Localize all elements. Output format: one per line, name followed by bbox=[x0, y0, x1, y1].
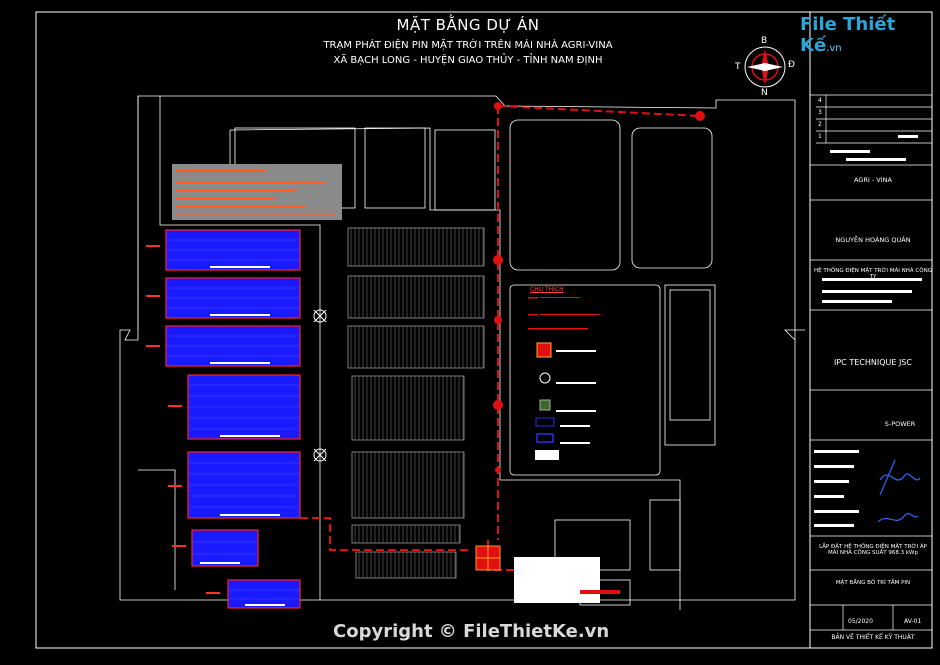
compass-east-label: Đ bbox=[788, 60, 795, 70]
drawing-subtitle-1: TRẠM PHÁT ĐIỆN PIN MẶT TRỜI TRÊN MÁI NHÀ… bbox=[323, 40, 613, 51]
sheet-number: AV-01 bbox=[904, 618, 922, 625]
compass-icon bbox=[744, 46, 786, 88]
revision-3: 3 bbox=[818, 109, 822, 116]
roof-array-group-middle bbox=[347, 227, 485, 579]
project-description: LẮP ĐẶT HỆ THỐNG ĐIỆN MẶT TRỜI ÁP MÁI NH… bbox=[819, 544, 927, 556]
roof-array bbox=[355, 551, 457, 579]
consultant-name: IPC TECHNIQUE JSC bbox=[834, 358, 912, 367]
roof-array bbox=[351, 451, 465, 519]
compass-west-label: T bbox=[735, 62, 741, 72]
title-block-frame bbox=[809, 11, 933, 649]
filethietke-logo: File Thiết Kế.vn bbox=[800, 14, 940, 56]
compass-north-label: B bbox=[761, 36, 768, 46]
revision-2: 2 bbox=[818, 121, 822, 128]
info-box bbox=[514, 557, 600, 603]
roof-array bbox=[351, 375, 465, 441]
title-block-grid bbox=[810, 94, 932, 631]
person-name: NGUYỄN HOÀNG QUÂN bbox=[835, 236, 911, 244]
logo-domain: .vn bbox=[826, 43, 842, 54]
logo-name: File Thiết Kế bbox=[800, 14, 896, 56]
legend-symbols bbox=[528, 297, 600, 460]
roof-array bbox=[351, 524, 461, 544]
project-name: HỆ THỐNG ĐIỆN MẶT TRỜI MÁI NHÀ CÔNG TY bbox=[814, 268, 932, 280]
title-block-text-bars bbox=[814, 135, 922, 527]
inverter-icon bbox=[475, 545, 501, 571]
drawing-title: MẶT BẰNG DỰ ÁN bbox=[396, 16, 540, 34]
notes-text-lines bbox=[176, 170, 336, 215]
cable-nodes bbox=[493, 102, 705, 473]
building-outlines bbox=[234, 119, 716, 606]
copyright-watermark: Copyright © FileThietKe.vn bbox=[333, 621, 610, 642]
roof-array bbox=[347, 275, 485, 319]
compass-south-label: N bbox=[761, 88, 768, 98]
drawing-subtitle-2: XÃ BẠCH LONG - HUYỆN GIAO THỦY - TỈNH NA… bbox=[333, 55, 603, 66]
revision-1: 1 bbox=[818, 133, 822, 140]
owner-name: AGRI - VINA bbox=[854, 176, 892, 184]
lightning-rod-icon bbox=[313, 309, 327, 462]
pv-array bbox=[191, 529, 259, 567]
pv-panel-grid bbox=[166, 239, 300, 600]
notes-box bbox=[172, 164, 342, 220]
drawing-footer: BẢN VẼ THIẾT KẾ KỸ THUẬT bbox=[831, 634, 915, 641]
drawing-date: 05/2020 bbox=[848, 618, 873, 625]
roof-array bbox=[347, 227, 485, 267]
string-markers bbox=[146, 245, 220, 594]
roof-panel-hatching bbox=[350, 228, 484, 578]
pv-array bbox=[227, 579, 301, 609]
array-labels bbox=[200, 266, 285, 606]
drawing-name: MẶT BẰNG BỐ TRÍ TẤM PIN bbox=[835, 580, 911, 586]
signature-icon bbox=[877, 459, 921, 523]
pv-array-group-left bbox=[165, 229, 301, 609]
roof-array bbox=[347, 325, 485, 369]
revision-4: 4 bbox=[818, 97, 822, 104]
contractor-name: S-POWER bbox=[884, 420, 916, 428]
legend-title: CHÚ THÍCH bbox=[530, 286, 564, 293]
